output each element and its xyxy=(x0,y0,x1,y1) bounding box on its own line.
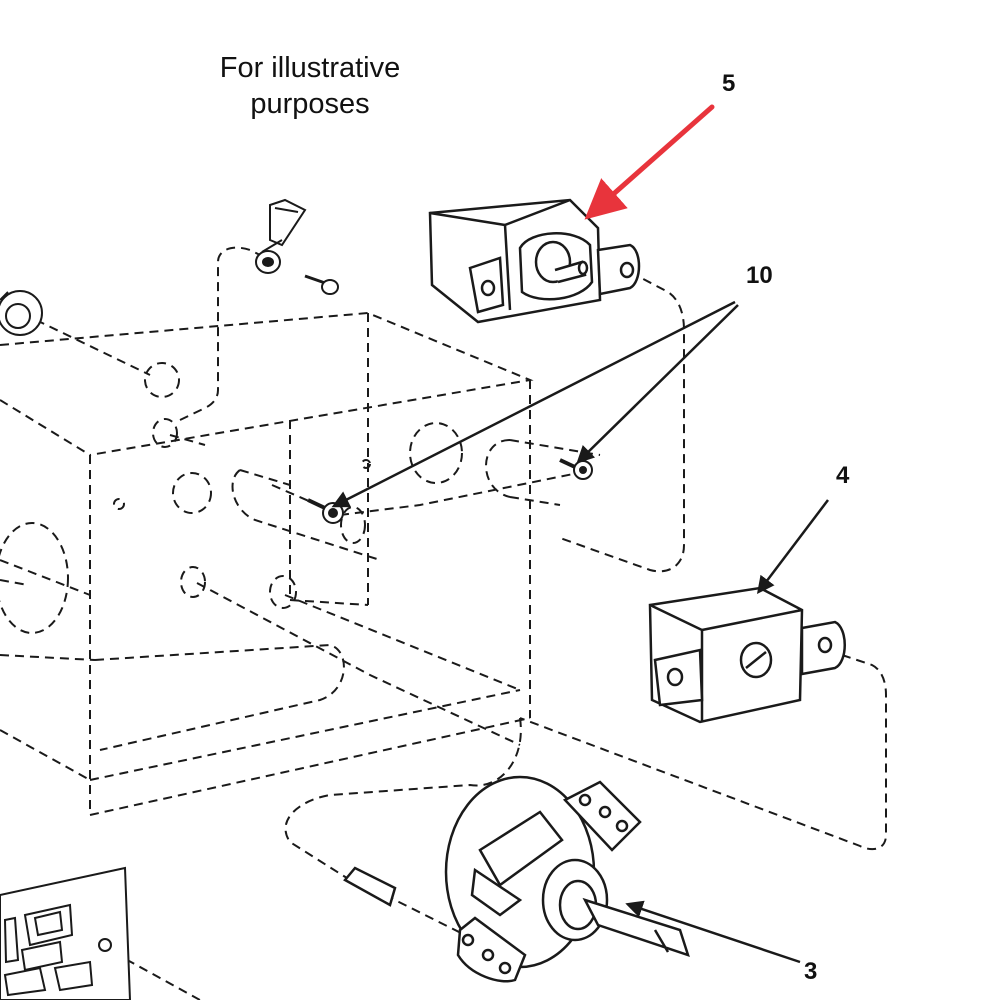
leader-10-a xyxy=(331,300,736,508)
callout-number-4: 4 xyxy=(836,462,850,489)
highlight-arrow xyxy=(584,104,715,220)
screw-part-10-left xyxy=(307,498,344,524)
nut xyxy=(0,290,43,336)
illustrative-caption: For illustrative purposes xyxy=(150,50,470,122)
leader-10-b xyxy=(576,304,739,464)
thermostat-part-4 xyxy=(648,586,846,724)
leader-lines xyxy=(331,300,829,964)
callout-number-3: 3 xyxy=(804,958,818,985)
switch-part-3 xyxy=(343,775,690,983)
leader-3 xyxy=(625,900,801,964)
leader-4 xyxy=(756,499,829,594)
caption-line-2: purposes xyxy=(250,88,370,120)
callout-number-10: 10 xyxy=(746,262,773,289)
caption-line-1: For illustrative xyxy=(219,52,401,84)
thermostat-part-5 xyxy=(428,198,641,324)
terminal-block xyxy=(0,866,132,1001)
callout-number-5: 5 xyxy=(722,70,736,97)
wire-terminal xyxy=(255,198,339,295)
